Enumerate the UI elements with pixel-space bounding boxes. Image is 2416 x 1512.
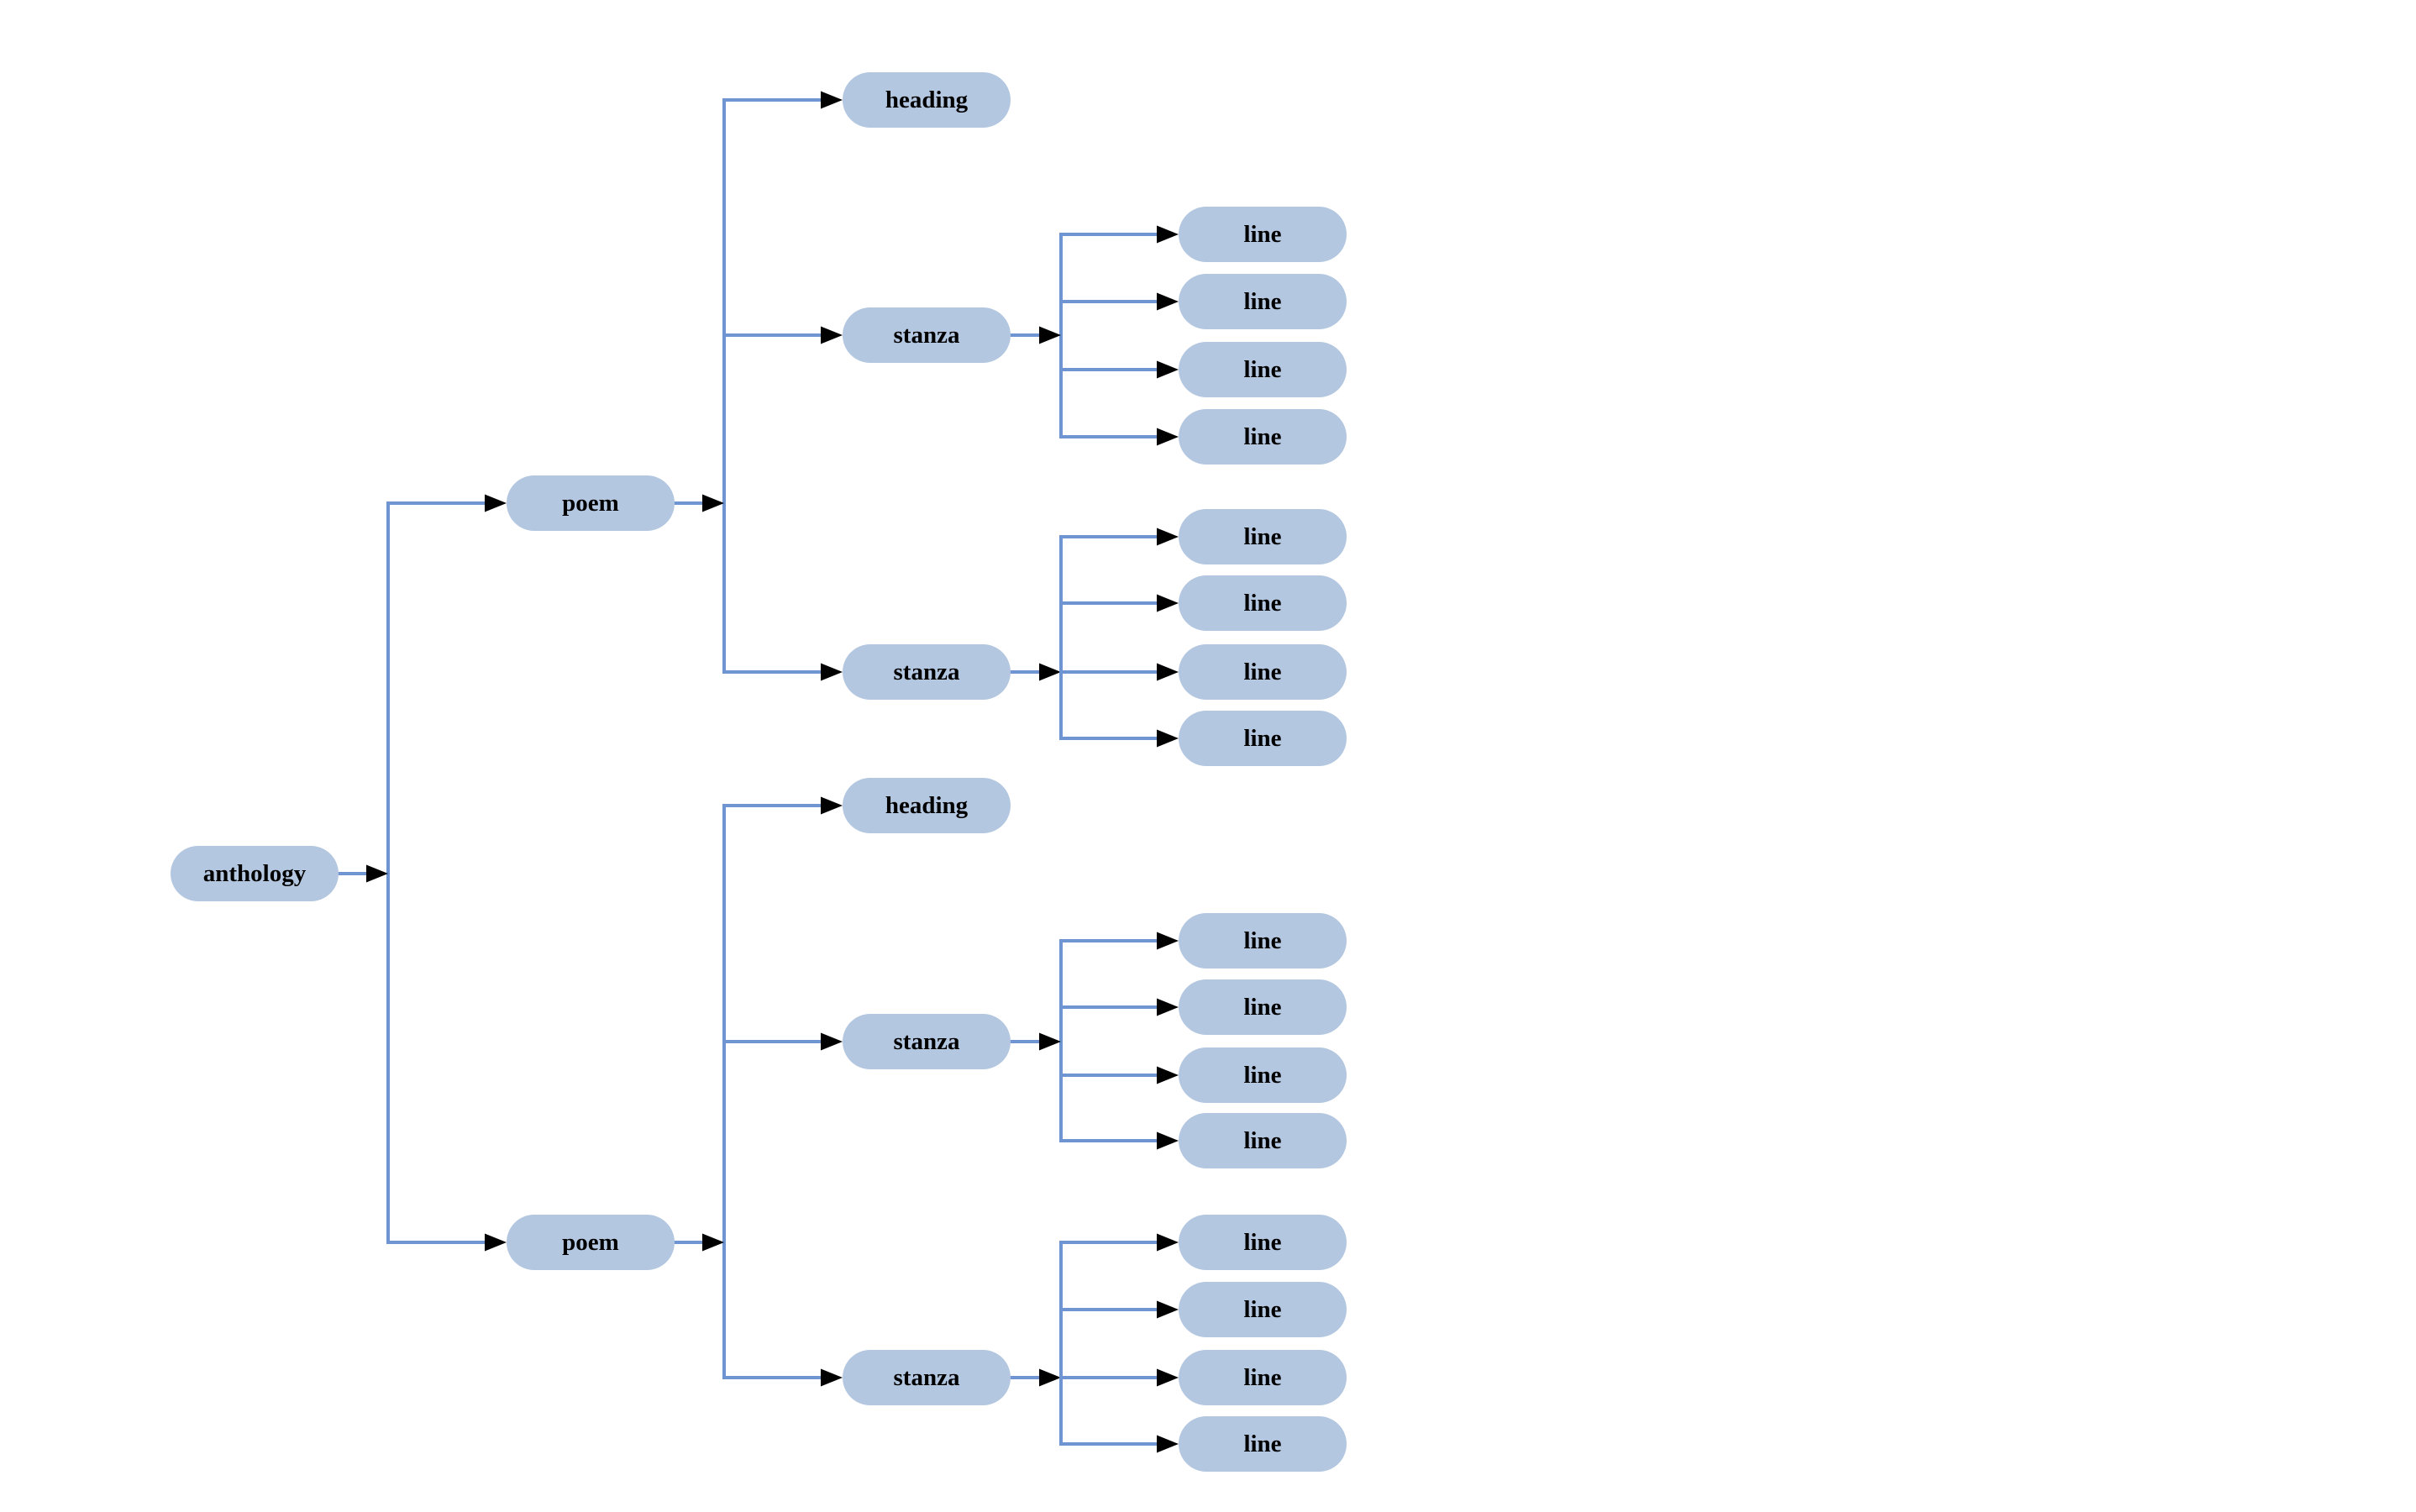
arrowhead: [1157, 1131, 1179, 1150]
arrowhead: [821, 796, 843, 815]
arrowhead: [1039, 1032, 1061, 1051]
node-line-4-3: line: [1179, 1350, 1347, 1405]
arrowhead: [1157, 1066, 1179, 1084]
arrowhead: [366, 864, 388, 883]
node-line-2-1: line: [1179, 509, 1347, 564]
arrowhead: [1157, 594, 1179, 612]
node-line-2-4: line: [1179, 711, 1347, 766]
node-stanza-4: stanza: [843, 1350, 1011, 1405]
arrowhead: [702, 1233, 724, 1252]
arrowhead: [1157, 663, 1179, 681]
node-line-1-1: line: [1179, 207, 1347, 262]
node-line-2-2: line: [1179, 575, 1347, 631]
arrowhead: [821, 1368, 843, 1387]
node-line-1-4: line: [1179, 409, 1347, 465]
arrowhead: [821, 91, 843, 109]
node-line-3-2: line: [1179, 979, 1347, 1035]
arrowhead: [1157, 292, 1179, 311]
arrowhead: [1157, 729, 1179, 748]
arrowhead: [1157, 1233, 1179, 1252]
arrowhead: [1157, 1300, 1179, 1319]
node-stanza-1: stanza: [843, 307, 1011, 363]
arrowhead: [1039, 1368, 1061, 1387]
arrowhead: [821, 1032, 843, 1051]
node-poem-2: poem: [507, 1215, 675, 1270]
node-heading-2: heading: [843, 778, 1011, 833]
node-line-3-3: line: [1179, 1047, 1347, 1103]
arrowhead: [1039, 663, 1061, 681]
arrowhead: [1039, 326, 1061, 344]
node-line-3-1: line: [1179, 913, 1347, 969]
arrowhead: [702, 494, 724, 512]
node-line-4-4: line: [1179, 1416, 1347, 1472]
node-line-3-4: line: [1179, 1113, 1347, 1168]
arrowhead: [1157, 998, 1179, 1016]
node-anthology: anthology: [171, 846, 339, 901]
arrowhead: [1157, 932, 1179, 950]
arrowhead: [485, 1233, 507, 1252]
node-heading-1: heading: [843, 72, 1011, 128]
node-line-2-3: line: [1179, 644, 1347, 700]
arrowhead: [821, 663, 843, 681]
node-stanza-3: stanza: [843, 1014, 1011, 1069]
arrowhead: [1157, 1435, 1179, 1453]
node-poem-1: poem: [507, 475, 675, 531]
arrowhead: [1157, 428, 1179, 446]
node-line-1-3: line: [1179, 342, 1347, 397]
node-stanza-2: stanza: [843, 644, 1011, 700]
arrowhead: [485, 494, 507, 512]
node-line-4-1: line: [1179, 1215, 1347, 1270]
arrowhead: [1157, 1368, 1179, 1387]
node-line-4-2: line: [1179, 1282, 1347, 1337]
node-line-1-2: line: [1179, 274, 1347, 329]
arrowhead: [1157, 360, 1179, 379]
arrowhead: [1157, 225, 1179, 244]
arrowhead: [1157, 528, 1179, 546]
arrowhead: [821, 326, 843, 344]
